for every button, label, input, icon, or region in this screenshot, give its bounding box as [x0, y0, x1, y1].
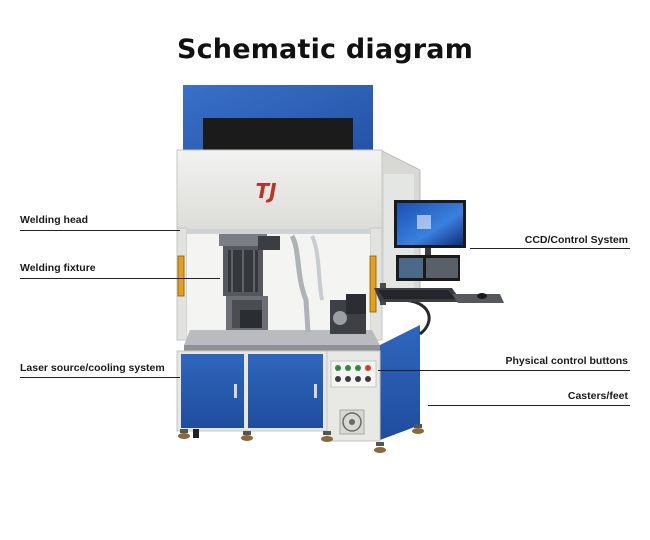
label-ccd-control: CCD/Control System: [524, 234, 628, 246]
welding-fixture: [226, 294, 366, 334]
brand-logo: TJ: [255, 179, 277, 203]
welding-head: [219, 234, 324, 333]
leader-ccd-control: [470, 248, 630, 249]
label-welding-fixture: Welding fixture: [20, 262, 96, 274]
leader-control-buttons: [378, 370, 630, 371]
leader-welding-head: [20, 230, 180, 231]
leader-casters: [428, 405, 630, 406]
label-casters: Casters/feet: [567, 390, 628, 402]
label-welding-head: Welding head: [20, 214, 89, 226]
casters: [178, 424, 424, 453]
label-laser-source: Laser source/cooling system: [20, 362, 165, 374]
diagram-title: Schematic diagram: [176, 34, 474, 65]
leader-welding-fixture: [20, 278, 220, 279]
svg-text:TJ: TJ: [255, 179, 277, 203]
safety-light-curtain: [177, 255, 377, 313]
control-button-panel: [330, 360, 377, 435]
leader-laser-source: [20, 377, 180, 378]
ccd-control-system: [374, 200, 504, 336]
label-control-buttons: Physical control buttons: [505, 355, 628, 367]
